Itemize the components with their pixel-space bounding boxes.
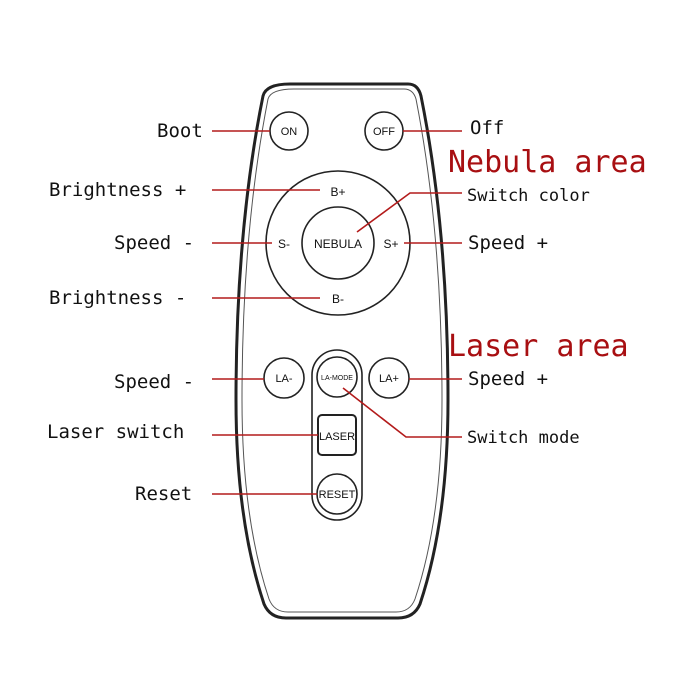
speed-down-button[interactable]: S- xyxy=(278,237,290,251)
laser-speed-up-button[interactable]: LA+ xyxy=(368,357,410,399)
laser-mode-label: LA-MODE xyxy=(321,375,353,382)
speed-up-button[interactable]: S+ xyxy=(383,237,398,251)
brightness-down-button[interactable]: B- xyxy=(332,292,344,306)
on-button-label: ON xyxy=(281,126,298,138)
label-laser-area: Laser area xyxy=(448,329,629,364)
laser-speed-up-label: LA+ xyxy=(379,373,399,385)
laser-button[interactable]: LASER xyxy=(317,414,357,456)
remote-body-inner-edge xyxy=(241,88,443,613)
label-speed-minus-nebula: Speed - xyxy=(114,232,194,254)
off-button-label: OFF xyxy=(373,126,395,138)
label-boot: Boot xyxy=(157,120,203,142)
label-switch-color: Switch color xyxy=(467,186,590,206)
leader-switch-mode xyxy=(342,387,462,438)
reset-button[interactable]: RESET xyxy=(316,473,358,515)
label-switch-mode: Switch mode xyxy=(467,428,580,448)
label-laser-switch: Laser switch xyxy=(47,421,184,443)
label-off: Off xyxy=(470,117,504,139)
brightness-up-button[interactable]: B+ xyxy=(330,185,345,199)
label-reset: Reset xyxy=(135,483,192,505)
laser-button-label: LASER xyxy=(319,431,355,443)
nebula-button[interactable]: NEBULA xyxy=(301,206,375,280)
leader-switch-color xyxy=(356,192,462,233)
leader-lines xyxy=(212,130,462,495)
label-nebula-area: Nebula area xyxy=(448,145,647,180)
reset-button-label: RESET xyxy=(319,489,356,501)
label-speed-plus-nebula: Speed + xyxy=(468,232,548,254)
laser-speed-down-button[interactable]: LA- xyxy=(263,357,305,399)
off-button[interactable]: OFF xyxy=(364,111,404,151)
label-speed-plus-laser: Speed + xyxy=(468,368,548,390)
laser-mode-button[interactable]: LA-MODE xyxy=(316,356,358,398)
label-brightness-plus: Brightness + xyxy=(49,179,186,201)
label-brightness-minus: Brightness - xyxy=(49,287,186,309)
nebula-button-label: NEBULA xyxy=(314,237,362,251)
laser-speed-down-label: LA- xyxy=(275,373,292,385)
label-speed-minus-laser: Speed - xyxy=(114,371,194,393)
on-button[interactable]: ON xyxy=(269,111,309,151)
